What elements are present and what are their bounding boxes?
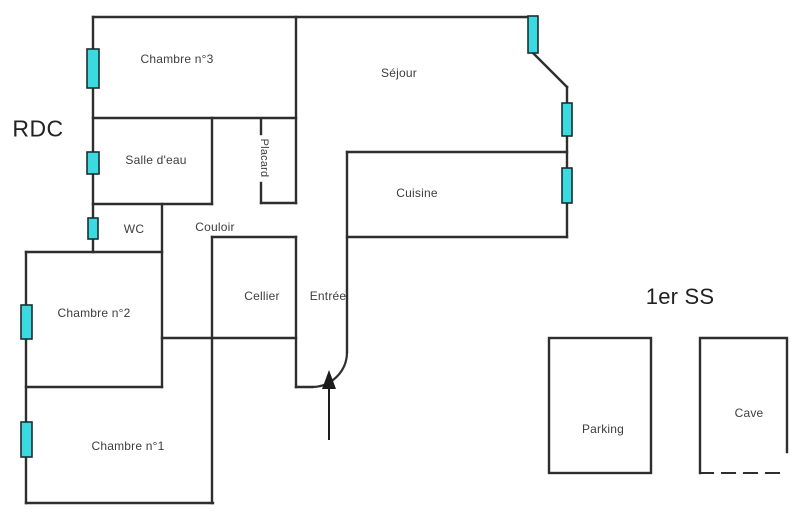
window-chambre2: [20, 304, 33, 340]
parking-outline: [547, 336, 653, 475]
room-label-parking: Parking: [581, 422, 625, 436]
room-label-sejour: Séjour: [381, 66, 417, 80]
room-label-chambre3: Chambre n°3: [140, 52, 214, 66]
window-chambre3: [86, 48, 100, 89]
window-cuisine: [561, 167, 573, 204]
entry-arrow: [322, 370, 336, 440]
window-wc: [87, 217, 99, 240]
window-salledeau: [86, 151, 100, 175]
wall-sejour-diagonal: [531, 51, 569, 89]
walls-group: [24, 15, 569, 505]
room-label-cuisine: Cuisine: [396, 186, 438, 200]
floor-label-1er-ss: 1er SS: [645, 284, 715, 309]
room-label-chambre1: Chambre n°1: [91, 439, 165, 453]
room-label-chambre2: Chambre n°2: [57, 306, 131, 320]
room-label-salledeau: Salle d'eau: [125, 153, 187, 167]
room-label-placard: Placard: [258, 138, 270, 178]
window-sejour-right: [561, 102, 573, 137]
windows-group: [20, 15, 573, 458]
window-sejour-top: [527, 15, 539, 54]
room-label-entree: Entrée: [309, 289, 347, 303]
room-label-wc: WC: [123, 222, 145, 236]
floor-label-rdc: RDC: [12, 115, 64, 142]
room-label-couloir: Couloir: [195, 220, 235, 234]
room-label-cellier: Cellier: [244, 289, 280, 303]
window-chambre1: [20, 421, 33, 458]
cave-outline: [698, 336, 789, 475]
basement-group: [547, 336, 789, 475]
door-arc: [311, 351, 349, 389]
entry-arrow-head: [322, 370, 336, 389]
room-label-cave: Cave: [734, 406, 764, 420]
